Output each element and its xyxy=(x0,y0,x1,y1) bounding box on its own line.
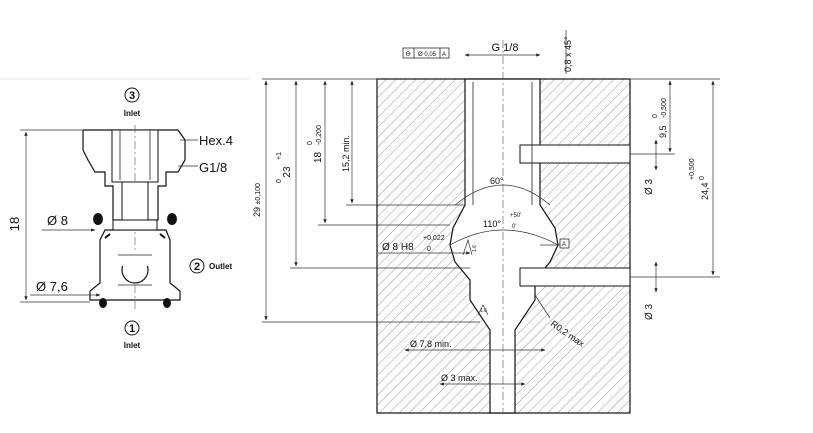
cartridge-view: 3 Inlet 2 Outlet 1 Inlet Hex.4 G1/8 18 Ø… xyxy=(7,87,233,350)
dim-78: Ø 7,8 min. xyxy=(410,339,452,349)
dim-95: 9,5 xyxy=(658,125,668,138)
dim-152: 15,2 min. xyxy=(341,135,351,172)
thread-callout: G1/8 xyxy=(199,160,227,175)
bore-lower: 0 xyxy=(427,246,431,253)
dim-23: 23 xyxy=(282,166,293,178)
dim-244-lower: 0 xyxy=(699,176,706,180)
dim-18-left: 18 xyxy=(7,217,22,231)
port-3: 3 Inlet xyxy=(124,87,141,118)
angle-tol-lower: 0' xyxy=(512,224,516,230)
bore-upper: +0,022 xyxy=(423,235,445,242)
dim-23-upper: +1 xyxy=(276,152,283,160)
dim-18-right: 18 xyxy=(313,151,324,163)
port-2: 2 Outlet xyxy=(189,258,232,274)
dim-244-upper: +0,500 xyxy=(689,158,696,180)
dim-3max: Ø 3 max. xyxy=(441,373,478,383)
roughness-b: 1.6 xyxy=(480,308,487,314)
roughness-a: 1.6 xyxy=(472,245,478,252)
tol-symbol: ⊖ xyxy=(405,51,411,58)
port-2-number: 2 xyxy=(194,261,200,273)
thread-label: G 1/8 xyxy=(492,42,519,54)
port-1-label: Inlet xyxy=(124,341,141,350)
tol-value: Ø 0,05 xyxy=(418,52,437,58)
datum-a: A xyxy=(562,242,566,248)
dim-18-upper: 0 xyxy=(307,141,314,145)
dim-95-upper: 0 xyxy=(652,114,659,118)
port-2-label: Outlet xyxy=(209,262,232,271)
dim-95-lower: -0,500 xyxy=(661,98,668,118)
dim-d8: Ø 8 xyxy=(47,213,68,228)
cartridge-body xyxy=(82,125,186,310)
angle-60: 60° xyxy=(490,176,504,186)
dim-d76: Ø 7,6 xyxy=(36,279,68,294)
chamfer-label: 0,8 x 45° xyxy=(563,36,573,72)
port-3-number: 3 xyxy=(129,90,135,102)
port-1: 1 Inlet xyxy=(124,320,141,350)
dim-d3-lower: Ø 3 xyxy=(644,303,655,320)
tol-datum: A xyxy=(442,52,446,58)
bore-label: Ø 8 H8 xyxy=(382,242,414,253)
port-3-label: Inlet xyxy=(124,109,141,118)
dim-29: 29 ±0,100 xyxy=(252,183,262,217)
cavity-view: ⊖ Ø 0,05 A G 1/8 0,8 x 45° 29 ±0,100 23 … xyxy=(252,30,720,414)
angle-110: 110° xyxy=(483,219,501,229)
geometric-tolerance-frame: ⊖ Ø 0,05 A xyxy=(402,47,450,59)
dim-18-lower: -0,200 xyxy=(316,125,323,145)
dim-244: 24,4 xyxy=(700,182,710,200)
port-1-number: 1 xyxy=(129,323,135,335)
angle-tol-upper: +50' xyxy=(510,213,521,219)
hex-callout: Hex.4 xyxy=(199,133,233,148)
dim-d3-upper: Ø 3 xyxy=(644,178,655,195)
dim-23-lower: 0 xyxy=(276,179,283,183)
